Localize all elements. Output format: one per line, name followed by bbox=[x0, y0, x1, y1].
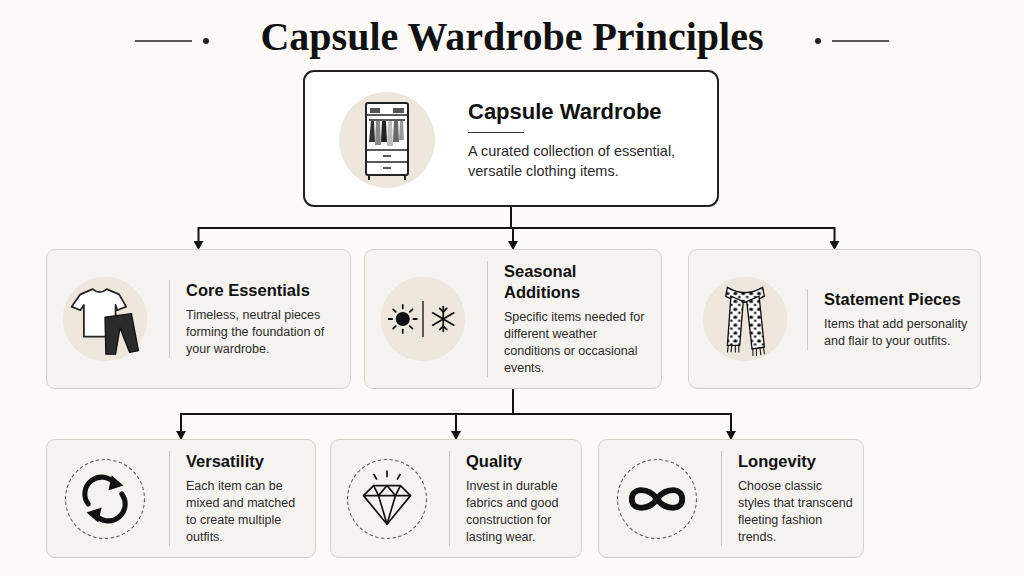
box-heading: Seasonal Additions bbox=[504, 261, 651, 303]
connector-arrow bbox=[456, 389, 513, 438]
category-box: Seasonal AdditionsSpecific items needed … bbox=[364, 249, 662, 389]
box-heading: Versatility bbox=[186, 451, 305, 472]
box-description: Items that add personality and flair to … bbox=[824, 316, 970, 350]
diagram-title: Capsule Wardrobe Principles bbox=[0, 12, 1024, 62]
tshirt-pants-icon bbox=[61, 275, 149, 363]
connector-arrow bbox=[181, 389, 513, 438]
text-column: Seasonal AdditionsSpecific items needed … bbox=[487, 261, 651, 377]
box-description: Timeless, neutral pieces forming the fou… bbox=[186, 307, 340, 358]
weather-icon bbox=[379, 275, 467, 363]
connector-arrow bbox=[511, 207, 835, 248]
box-description: Each item can be mixed and matched to cr… bbox=[186, 478, 305, 546]
text-column: Core EssentialsTimeless, neutral pieces … bbox=[169, 280, 340, 358]
box-heading: Statement Pieces bbox=[824, 289, 970, 310]
box-heading: Quality bbox=[466, 451, 571, 472]
text-column: Capsule Wardrobe A curated collection of … bbox=[468, 98, 709, 181]
cycle-icon bbox=[63, 457, 147, 541]
box-description: Choose classic styles that transcend fle… bbox=[738, 478, 853, 546]
text-column: LongevityChoose classic styles that tran… bbox=[721, 451, 853, 546]
category-box: Statement PiecesItems that add personali… bbox=[688, 249, 981, 389]
principle-box: VersatilityEach item can be mixed and ma… bbox=[46, 439, 316, 558]
text-column: VersatilityEach item can be mixed and ma… bbox=[169, 451, 305, 546]
connector-arrow bbox=[199, 207, 512, 248]
root-box: Capsule Wardrobe A curated collection of … bbox=[303, 70, 719, 207]
box-description: Invest in durable fabrics and good const… bbox=[466, 478, 571, 546]
diamond-icon bbox=[345, 457, 429, 541]
connector-arrow bbox=[513, 389, 731, 438]
text-column: QualityInvest in durable fabrics and goo… bbox=[449, 451, 571, 546]
heading-rule bbox=[468, 132, 524, 133]
box-description: Specific items needed for different weat… bbox=[504, 309, 651, 377]
scarf-icon bbox=[701, 275, 789, 363]
box-heading: Core Essentials bbox=[186, 280, 340, 301]
principle-box: QualityInvest in durable fabrics and goo… bbox=[330, 439, 582, 558]
infinity-icon bbox=[615, 457, 699, 541]
box-heading: Capsule Wardrobe bbox=[468, 98, 709, 126]
principle-box: LongevityChoose classic styles that tran… bbox=[598, 439, 864, 558]
text-column: Statement PiecesItems that add personali… bbox=[807, 289, 970, 350]
wardrobe-icon bbox=[337, 90, 437, 190]
box-heading: Longevity bbox=[738, 451, 853, 472]
box-description: A curated collection of essential, versa… bbox=[468, 141, 709, 181]
category-box: Core EssentialsTimeless, neutral pieces … bbox=[46, 249, 351, 389]
